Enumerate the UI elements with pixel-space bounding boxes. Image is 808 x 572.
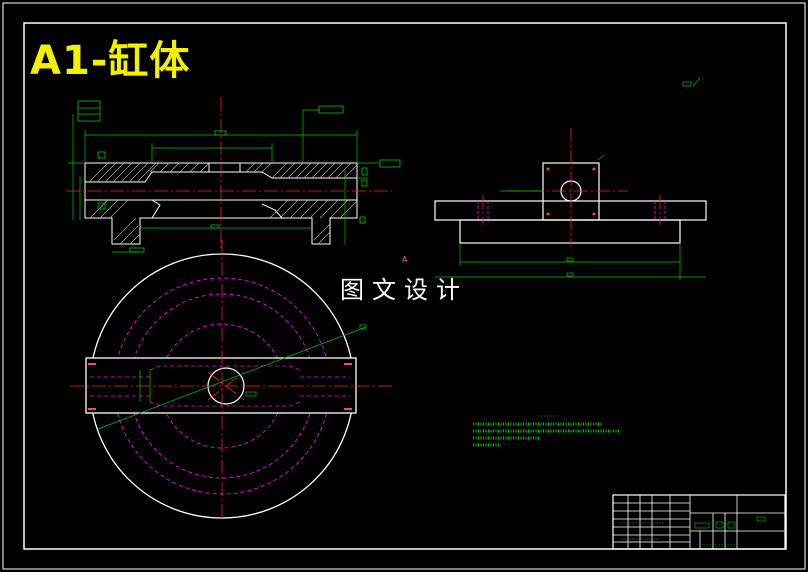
side-hole-marks [546,167,596,216]
base-block [459,219,681,244]
lower-wall [84,199,358,245]
section-mark: A [402,255,408,264]
front-centerlines [66,97,392,250]
top-view [70,240,395,520]
technical-notes [473,415,620,447]
plan-hole-marks [88,363,352,410]
front-section-view [66,97,401,253]
plan-centerlines [70,240,395,520]
section-hatch [89,162,358,245]
cylinder-body-plan [85,357,357,414]
watermark-text: 图文设计 [340,276,468,304]
inner-lip-left [151,199,161,219]
inner-border [23,22,787,550]
plan-dimensions [97,324,367,430]
side-hidden-lines [477,201,666,220]
front-dimension-labels [77,100,401,253]
side-dimensions [435,77,706,280]
title-block [612,494,786,550]
side-view: A [402,77,707,280]
drawing-title: A1-缸体 [30,38,191,84]
side-centerlines [482,128,661,245]
inner-lip-right [261,203,283,219]
